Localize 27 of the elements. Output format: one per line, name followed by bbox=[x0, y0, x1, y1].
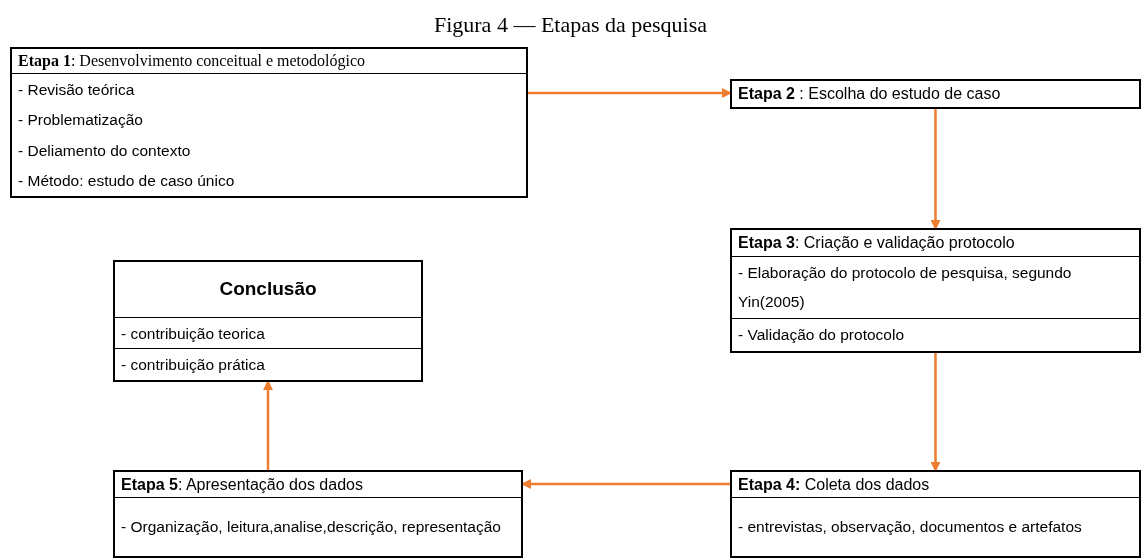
stage-box bbox=[730, 79, 1141, 109]
stage-box bbox=[113, 470, 523, 558]
stage-item: - Validação do protocolo bbox=[738, 325, 904, 346]
stage-heading: Etapa 5: Apresentação dos dados bbox=[121, 475, 363, 494]
stage-box bbox=[730, 470, 1141, 558]
stage-heading: Etapa 2 : Escolha do estudo de caso bbox=[738, 85, 1001, 103]
arrow bbox=[263, 380, 273, 470]
stage-item: - Método: estudo de caso único bbox=[18, 171, 235, 192]
arrow bbox=[528, 88, 732, 98]
stage-item: - Elaboração do protocolo de pesquisa, segundo Yin(2005) bbox=[738, 262, 1073, 313]
stage-item: - contribuição prática bbox=[121, 355, 265, 375]
stage-item: - Revisão teórica bbox=[18, 79, 135, 100]
stage-item: - contribuição teorica bbox=[121, 323, 265, 344]
stage-heading: Etapa 1: Desenvolvimento conceitual e metodológico bbox=[18, 52, 366, 71]
stage-item: - Deliamento do contexto bbox=[18, 140, 191, 161]
stage-box bbox=[730, 228, 1141, 353]
arrow bbox=[930, 353, 941, 472]
stage-item: - Problematização bbox=[18, 110, 143, 131]
figure-title: Figura 4 — Etapas da pesquisa bbox=[432, 12, 709, 38]
stage-item: - entrevistas, observação, documentos e artefatos bbox=[738, 517, 1082, 538]
stage-heading: Conclusão bbox=[219, 278, 317, 301]
stage-item: - Organização, leitura,analise,descrição, representação bbox=[121, 517, 501, 538]
stage-box bbox=[113, 260, 423, 382]
stage-heading: Etapa 4: Coleta dos dados bbox=[738, 475, 930, 494]
stage-box bbox=[10, 47, 528, 198]
stage-heading: Etapa 3: Criação e validação protocolo bbox=[738, 234, 1015, 252]
arrow bbox=[930, 109, 941, 230]
